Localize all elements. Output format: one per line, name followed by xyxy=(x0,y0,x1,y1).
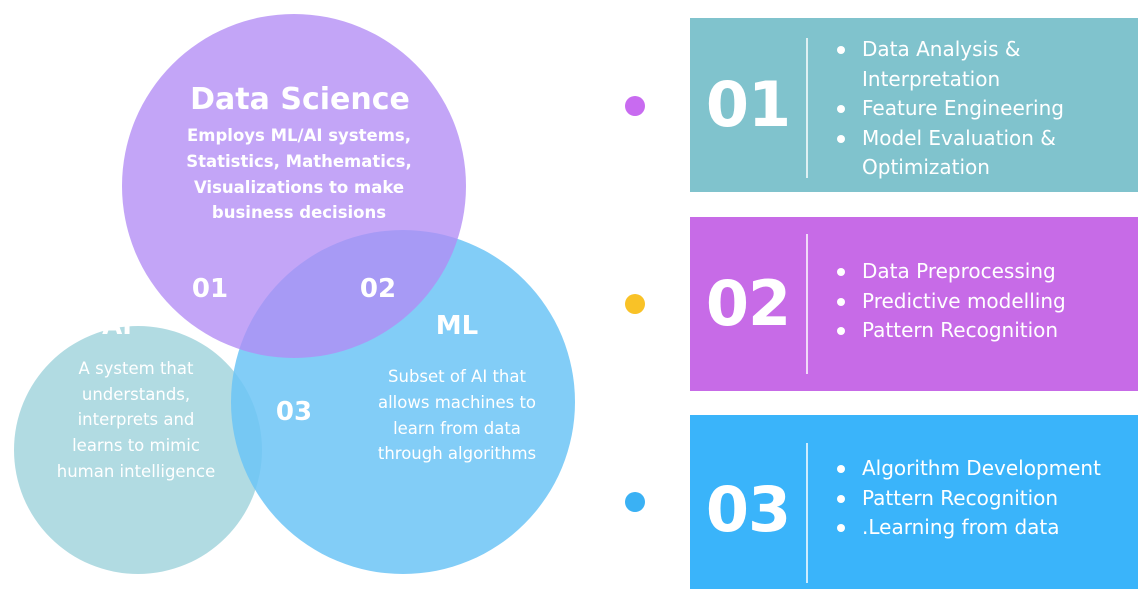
step-card-01: 01 Data Analysis & Interpretation Featur… xyxy=(690,18,1138,192)
intersection-label-03: 03 xyxy=(276,397,312,427)
ai-desc-line: understands, xyxy=(82,385,190,404)
ml-desc-line: learn from data xyxy=(393,419,521,438)
legend-dot-yellow xyxy=(625,294,645,314)
step-card-02: 02 Data Preprocessing Predictive modelli… xyxy=(690,217,1138,391)
legend-dot-purple xyxy=(625,96,645,116)
step-item: Algorithm Development xyxy=(837,454,1101,484)
ml-desc-line: allows machines to xyxy=(378,393,536,412)
intersection-label-01: 01 xyxy=(192,274,228,304)
ai-description: A system that understands, interprets an… xyxy=(57,359,216,481)
ai-desc-line: A system that xyxy=(79,359,194,378)
ml-desc-line: through algorithms xyxy=(378,444,536,463)
data-science-title: Data Science xyxy=(190,82,410,117)
data-science-desc-line: Employs ML/AI systems, xyxy=(187,126,411,145)
ml-desc-line: Subset of AI that xyxy=(388,367,526,386)
data-science-desc-line: Visualizations to make xyxy=(194,178,404,197)
step-number: 02 xyxy=(705,267,791,340)
ai-desc-line: interprets and xyxy=(78,410,195,429)
card-divider xyxy=(806,234,808,374)
data-science-desc-line: Statistics, Mathematics, xyxy=(186,152,412,171)
step-items: Data Preprocessing Predictive modelling … xyxy=(836,257,1066,346)
step-item: Model Evaluation & xyxy=(837,124,1064,154)
ai-desc-line: learns to mimic xyxy=(72,436,200,455)
ml-description: Subset of AI that allows machines to lea… xyxy=(378,367,536,463)
step-item: Pattern Recognition xyxy=(837,316,1066,346)
step-item: Predictive modelling xyxy=(837,287,1066,317)
data-science-circle xyxy=(122,14,466,358)
step-items: Algorithm Development Pattern Recognitio… xyxy=(836,454,1101,543)
step-item: Data Analysis & xyxy=(837,35,1064,65)
step-number: 01 xyxy=(705,68,791,141)
ai-desc-line: human intelligence xyxy=(57,462,216,481)
ml-title: ML xyxy=(436,311,478,341)
step-item: Data Preprocessing xyxy=(837,257,1066,287)
intersection-label-02: 02 xyxy=(360,274,396,304)
step-item: Feature Engineering xyxy=(837,94,1064,124)
step-item: Pattern Recognition xyxy=(837,484,1101,514)
step-item: Interpretation xyxy=(862,66,1001,91)
step-number: 03 xyxy=(705,473,791,546)
step-card-03: 03 Algorithm Development Pattern Recogni… xyxy=(690,415,1138,589)
ai-title: AI xyxy=(102,311,132,341)
card-divider xyxy=(806,38,808,178)
data-science-desc-line: business decisions xyxy=(212,203,386,222)
data-science-description: Employs ML/AI systems, Statistics, Mathe… xyxy=(186,126,412,222)
legend-dot-blue xyxy=(625,492,645,512)
step-item: Optimization xyxy=(862,155,990,179)
venn-diagram: Data Science Employs ML/AI systems, Stat… xyxy=(14,14,575,574)
card-divider xyxy=(806,443,808,583)
ai-circle xyxy=(14,326,262,574)
step-item: .Learning from data xyxy=(837,513,1101,543)
step-items: Data Analysis & Interpretation Feature E… xyxy=(836,35,1064,183)
